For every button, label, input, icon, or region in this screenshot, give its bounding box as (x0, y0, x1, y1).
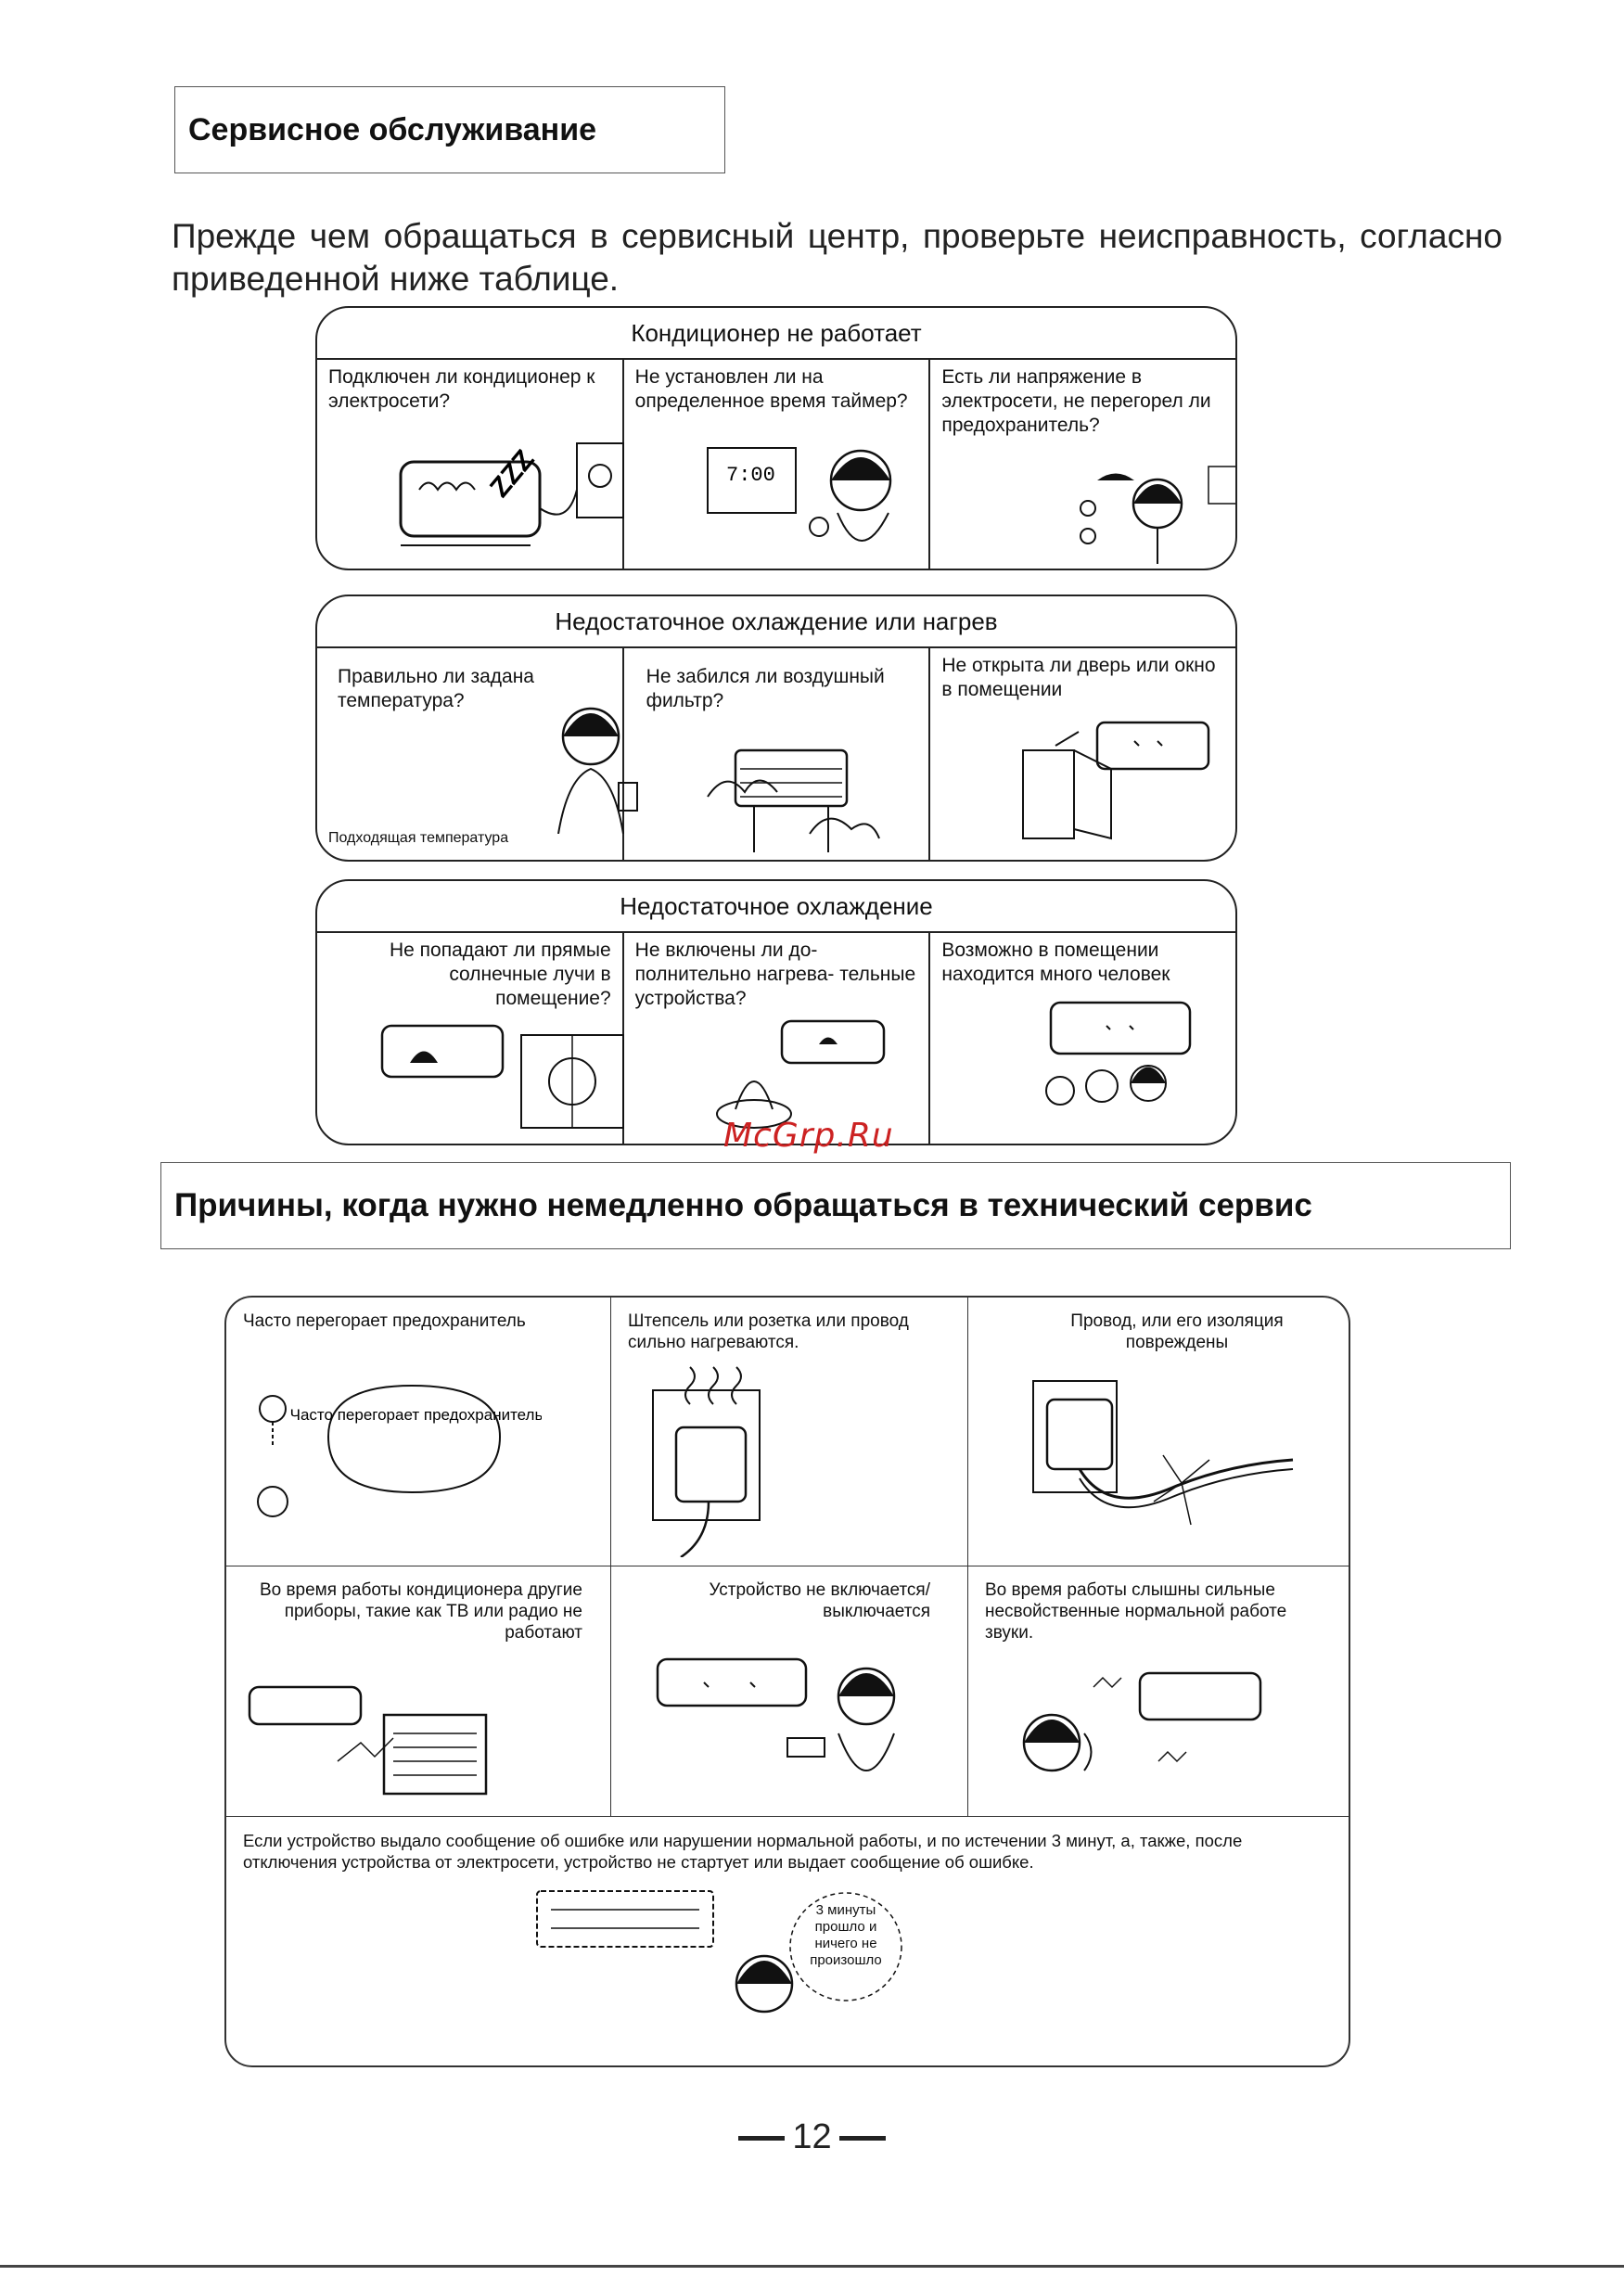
open-door-illustration (1022, 721, 1210, 840)
check-sunlight-cell: Не попадают ли прямые солнечные лучи в п… (317, 933, 624, 1144)
urgent-heading-box: Причины, когда нужно немедленно обращать… (160, 1162, 1511, 1249)
check-voltage-text: Есть ли напряжение в электросети, не пер… (941, 366, 1211, 436)
watermark: McGrp.Ru (723, 1117, 894, 1155)
check-people-text: Возможно в помещении находится много чел… (941, 940, 1170, 985)
noise-text: Во время работы слышны сильные несвойств… (985, 1580, 1287, 1643)
check-heaters-text: Не включены ли до- полнительно нагрева- … (634, 940, 916, 1009)
error-message-cell: Если устройство выдало сообщение об ошиб… (226, 1817, 1349, 2065)
panel-title: Недостаточное охлаждение (317, 881, 1235, 933)
hot-plug-illustration (652, 1366, 761, 1557)
urgent-heading: Причины, когда нужно немедленно обращать… (174, 1187, 1312, 1223)
cable-damaged-text: Провод, или его изоляция повреждены (1070, 1311, 1284, 1352)
page-number-dash-left (738, 2136, 786, 2142)
ac-plug-illustration: ZZZ (399, 442, 624, 546)
check-power-text: Подключен ли кондиционер к электросети? (328, 366, 595, 412)
heater-illustration (715, 1019, 885, 1129)
page-bottom-rule (0, 2265, 1624, 2268)
dirty-filter-illustration (706, 748, 880, 852)
error-message-text: Если устройство выдало сообщение об ошиб… (243, 1831, 1243, 1872)
timer-clock-text: 7:00 (726, 464, 775, 487)
remote-girl-illustration (656, 1657, 896, 1771)
fuse-girl-illustration (1080, 466, 1235, 564)
service-heading-box: Сервисное обслуживание (174, 86, 725, 173)
page-number-text: 12 (792, 2117, 832, 2156)
check-temperature-text: Правильно ли задана температура? (338, 666, 534, 711)
check-door-cell: Не открыта ли дверь или окно в помещении (930, 648, 1235, 860)
plug-hot-cell: Штепсель или розетка или провод сильно н… (611, 1298, 968, 1566)
noise-girl-illustration (1022, 1671, 1262, 1772)
tv-interference-illustration (248, 1685, 488, 1796)
panel-title: Недостаточное охлаждение или нагрев (317, 596, 1235, 648)
temperature-girl-illustration (557, 707, 638, 834)
check-filter-cell: Не забился ли воздушный фильтр? (624, 648, 931, 860)
fuse-bubble-text: Часто перегорает предохранитель (290, 1406, 542, 1424)
service-heading: Сервисное обслуживание (188, 111, 597, 147)
panel-insufficient-cooling: Недостаточное охлаждение Не попадают ли … (315, 879, 1237, 1145)
fuse-cloud-illustration: Часто перегорает предохранитель (257, 1384, 542, 1517)
check-power-cell: Подключен ли кондиционер к электросети? … (317, 360, 624, 569)
check-filter-text: Не забился ли воздушный фильтр? (646, 666, 885, 711)
temperature-caption: Подходящая температура (328, 830, 509, 846)
check-heaters-cell: Не включены ли до- полнительно нагрева- … (624, 933, 931, 1144)
check-voltage-cell: Есть ли напряжение в электросети, не пер… (930, 360, 1235, 569)
timer-girl-illustration: 7:00 (706, 447, 891, 542)
fuse-blows-cell: Часто перегорает предохранитель Часто пе… (226, 1298, 611, 1566)
no-switch-cell: Устройство не включается/выключается (611, 1566, 968, 1816)
check-timer-text: Не установлен ли на определенное время т… (634, 366, 908, 412)
error-bubble-text: 3 минуты прошло и ничего не произошло (810, 1902, 882, 1968)
svg-text:ZZZ: ZZZ (484, 444, 541, 503)
noise-cell: Во время работы слышны сильные несвойств… (968, 1566, 1349, 1816)
error-girl-illustration: 3 минуты прошло и ничего не произошло (536, 1890, 902, 2014)
no-switch-text: Устройство не включается/выключается (709, 1580, 930, 1621)
check-people-cell: Возможно в помещении находится много чел… (930, 933, 1235, 1144)
panel-not-working: Кондиционер не работает Подключен ли кон… (315, 306, 1237, 570)
plug-hot-text: Штепсель или розетка или провод сильно н… (628, 1311, 909, 1352)
interference-cell: Во время работы кондиционера другие приб… (226, 1566, 611, 1816)
fuse-blows-text: Часто перегорает предохранитель (243, 1311, 526, 1331)
page-number: 12 (0, 2117, 1624, 2157)
people-room-illustration (1045, 1001, 1192, 1106)
urgent-reasons-grid: Часто перегорает предохранитель Часто пе… (224, 1296, 1350, 2067)
panel-title: Кондиционер не работает (317, 308, 1235, 360)
panel-insufficient-cooling-heating: Недостаточное охлаждение или нагрев Прав… (315, 595, 1237, 862)
check-temperature-cell: Правильно ли задана температура? Подходя… (317, 648, 638, 860)
check-door-text: Не открыта ли дверь или окно в помещении (941, 655, 1216, 700)
check-sunlight-text: Не попадают ли прямые солнечные лучи в п… (390, 940, 611, 1009)
sunlight-window-illustration (380, 1024, 624, 1129)
damaged-cable-illustration (1032, 1380, 1294, 1526)
cable-damaged-cell: Провод, или его изоляция повреждены (968, 1298, 1349, 1566)
intro-paragraph: Прежде чем обращаться в сервисный центр,… (172, 217, 1503, 298)
page-number-dash-right (838, 2136, 886, 2142)
check-timer-cell: Не установлен ли на определенное время т… (624, 360, 931, 569)
interference-text: Во время работы кондиционера другие приб… (259, 1580, 582, 1643)
